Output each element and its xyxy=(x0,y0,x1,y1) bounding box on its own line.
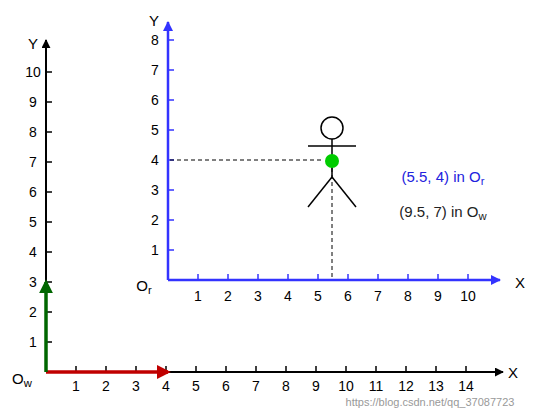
translation-x-arrow xyxy=(46,370,168,374)
dashed-leader xyxy=(332,168,333,279)
tick-number: 3 xyxy=(254,289,262,303)
tick-number: 8 xyxy=(404,289,412,303)
tick-number: 8 xyxy=(282,379,290,393)
watermark: https://blog.csdn.net/qq_37087723 xyxy=(346,397,515,408)
tick-number: 3 xyxy=(29,275,37,289)
stick-figure xyxy=(308,117,356,207)
tick-number: 5 xyxy=(151,123,159,137)
tick-number: 5 xyxy=(314,289,322,303)
coordinate-note: (9.5, 7) in Ow xyxy=(399,204,486,219)
tick-number: 12 xyxy=(398,379,414,393)
origin-label: Ow xyxy=(12,371,32,386)
point-marker xyxy=(325,154,339,168)
tick-number: 4 xyxy=(29,245,37,259)
tick-number: 1 xyxy=(29,335,37,349)
origin-label: Or xyxy=(136,278,151,293)
tick-number: 3 xyxy=(132,379,140,393)
tick-number: 6 xyxy=(344,289,352,303)
tick-number: 4 xyxy=(162,379,170,393)
robot-x-axis xyxy=(168,279,500,282)
robot-y-axis xyxy=(167,22,170,280)
robot-ticks xyxy=(168,40,468,280)
tick-number: 2 xyxy=(151,213,159,227)
tick-number: 2 xyxy=(29,305,37,319)
tick-number: 7 xyxy=(252,379,260,393)
tick-number: 14 xyxy=(458,379,474,393)
tick-number: 9 xyxy=(312,379,320,393)
axis-label: Y xyxy=(149,13,159,28)
tick-number: 1 xyxy=(151,243,159,257)
tick-number: 2 xyxy=(102,379,110,393)
tick-number: 11 xyxy=(369,379,384,393)
axis-label: X xyxy=(508,365,518,380)
tick-number: 1 xyxy=(72,379,80,393)
tick-number: 10 xyxy=(460,289,476,303)
tick-number: 6 xyxy=(222,379,230,393)
tick-number: 6 xyxy=(151,93,159,107)
tick-number: 5 xyxy=(192,379,200,393)
tick-number: 1 xyxy=(194,289,202,303)
dashed-leader xyxy=(170,160,324,161)
translation-y-arrow xyxy=(44,282,48,372)
tick-number: 5 xyxy=(29,215,37,229)
tick-number: 10 xyxy=(338,379,354,393)
axis-label: X xyxy=(515,275,525,290)
tick-number: 7 xyxy=(374,289,382,303)
world-x-axis xyxy=(46,371,503,373)
tick-number: 7 xyxy=(151,63,159,77)
coordinate-note: (5.5, 4) in Or xyxy=(402,169,485,184)
tick-number: 8 xyxy=(29,125,37,139)
tick-number: 10 xyxy=(25,65,41,79)
tick-number: 7 xyxy=(29,155,37,169)
tick-number: 6 xyxy=(29,185,37,199)
world-y-axis xyxy=(45,40,47,372)
tick-number: 13 xyxy=(428,379,444,393)
tick-number: 9 xyxy=(434,289,442,303)
tick-number: 9 xyxy=(29,95,37,109)
tick-number: 4 xyxy=(151,153,159,167)
tick-number: 8 xyxy=(151,33,159,47)
tick-number: 4 xyxy=(284,289,292,303)
axis-label: Y xyxy=(28,36,38,51)
tick-number: 2 xyxy=(224,289,232,303)
tick-number: 3 xyxy=(151,183,159,197)
world-ticks xyxy=(46,72,466,372)
